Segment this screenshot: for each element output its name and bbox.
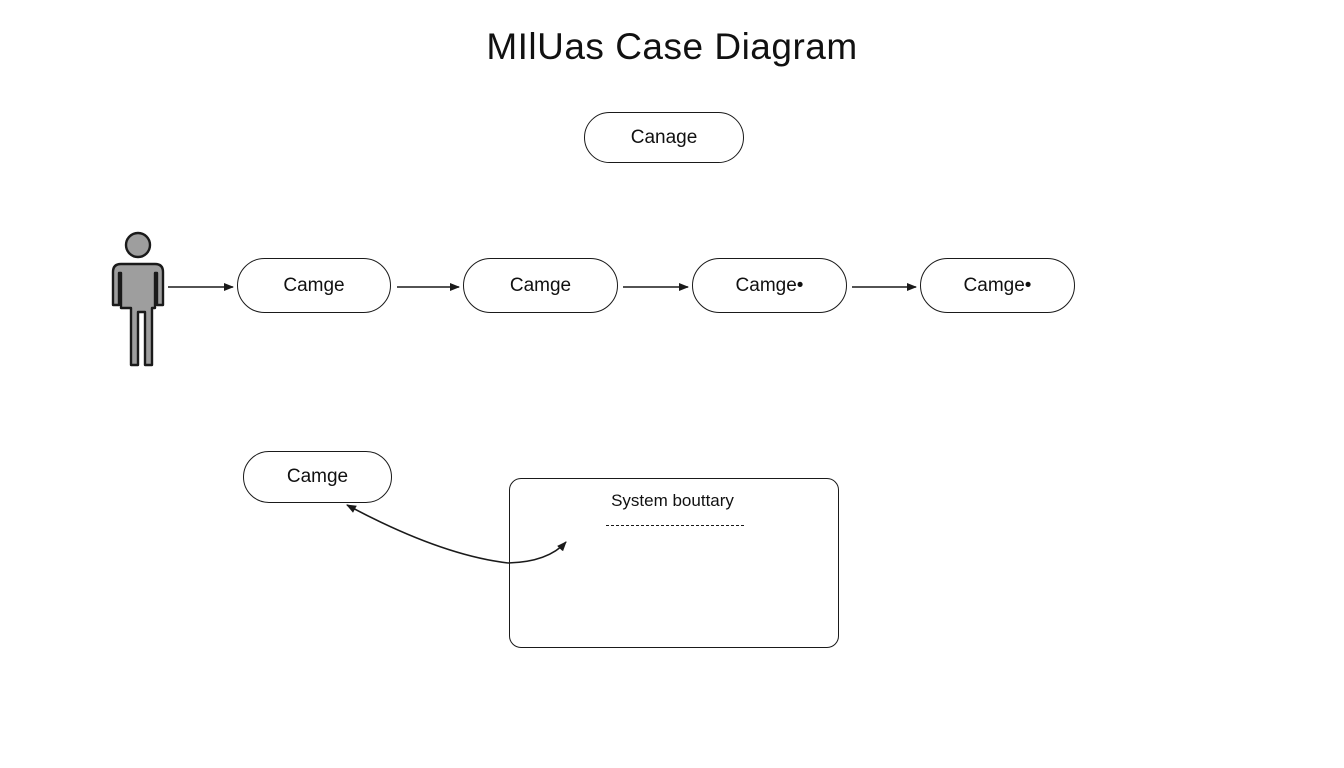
actor-icon (111, 231, 165, 367)
use-case-lower[interactable]: Camge (243, 451, 392, 503)
system-boundary-label: System bouttary (611, 491, 734, 510)
use-case-2[interactable]: Camge (463, 258, 618, 313)
use-case-4[interactable]: Camge• (920, 258, 1075, 313)
use-case-top[interactable]: Canage (584, 112, 744, 163)
diagram-title: MIlUas Case Diagram (486, 26, 858, 67)
use-case-3[interactable]: Camge• (692, 258, 847, 313)
system-boundary-divider (606, 525, 744, 526)
system-boundary: System bouttary (509, 478, 839, 648)
use-case-1[interactable]: Camge (237, 258, 391, 313)
arrow-curve-boundary-to-lower-use-case (346, 504, 509, 564)
